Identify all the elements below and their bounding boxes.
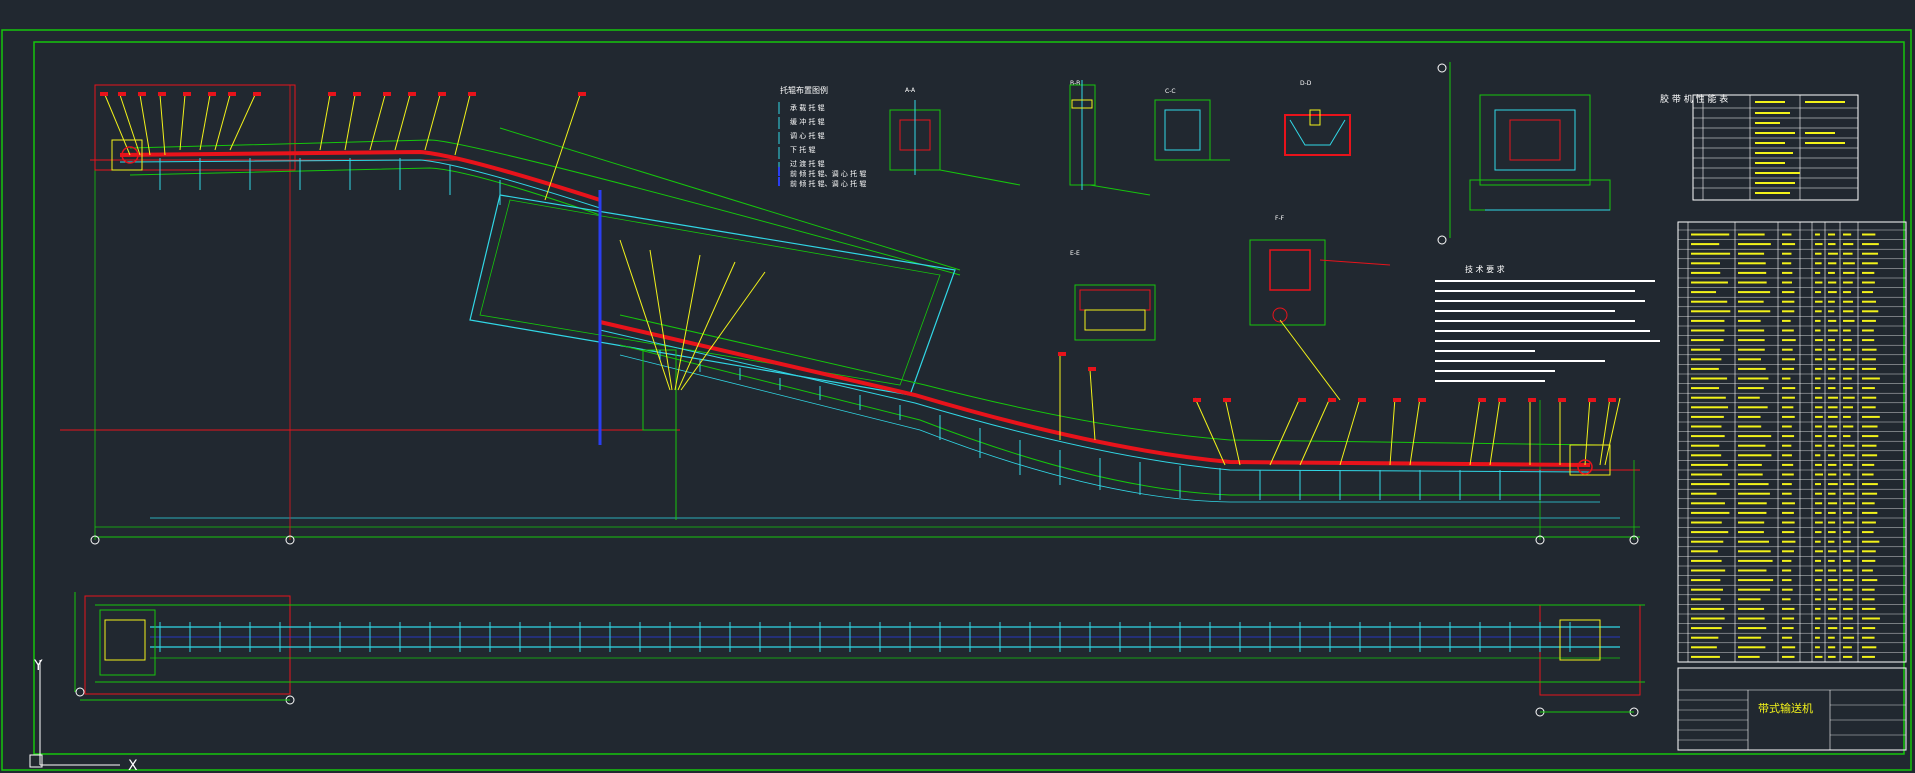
x-axis-label: X (128, 758, 138, 773)
svg-text:C-C: C-C (1165, 88, 1176, 95)
svg-text:下 托 辊: 下 托 辊 (790, 145, 815, 154)
notes-title: 技 术 要 求 (1465, 264, 1505, 274)
y-axis-label: Y (33, 658, 43, 674)
svg-text:缓 冲 托 辊: 缓 冲 托 辊 (790, 117, 825, 126)
svg-text:F-F: F-F (1275, 215, 1285, 222)
spec-table: 胶 带 机 性 能 表 (1660, 93, 1858, 200)
idler-legend: 托辊布置图例 承 载 托 辊 缓 冲 托 辊 调 心 托 辊 下 托 辊 过 渡… (779, 85, 866, 188)
svg-text:承 载 托 辊: 承 载 托 辊 (790, 103, 825, 112)
title-block: 带式输送机 (1678, 668, 1906, 750)
svg-text:前 倾 托 辊、调 心 托 辊: 前 倾 托 辊、调 心 托 辊 (790, 169, 866, 178)
parts-list (1678, 222, 1906, 662)
svg-text:A-A: A-A (905, 87, 916, 94)
legend-title: 托辊布置图例 (780, 85, 828, 95)
svg-text:D-D: D-D (1300, 80, 1312, 87)
outer-frame (2, 30, 1911, 770)
svg-text:调 心 托 辊: 调 心 托 辊 (790, 131, 825, 140)
detail-sections: A-A B-B C-C D-D E-E F-F (890, 62, 1610, 400)
technical-notes: 技 术 要 求 (1435, 264, 1660, 382)
elevation-view (60, 85, 1640, 544)
drawing-title: 带式输送机 (1758, 701, 1813, 715)
svg-text:前 倾 托 辊、调 心 托 辊: 前 倾 托 辊、调 心 托 辊 (790, 179, 866, 188)
plan-view (75, 592, 1645, 716)
svg-text:过 渡 托 辊: 过 渡 托 辊 (790, 159, 825, 168)
svg-text:B-B: B-B (1070, 80, 1080, 87)
svg-text:E-E: E-E (1070, 250, 1080, 257)
